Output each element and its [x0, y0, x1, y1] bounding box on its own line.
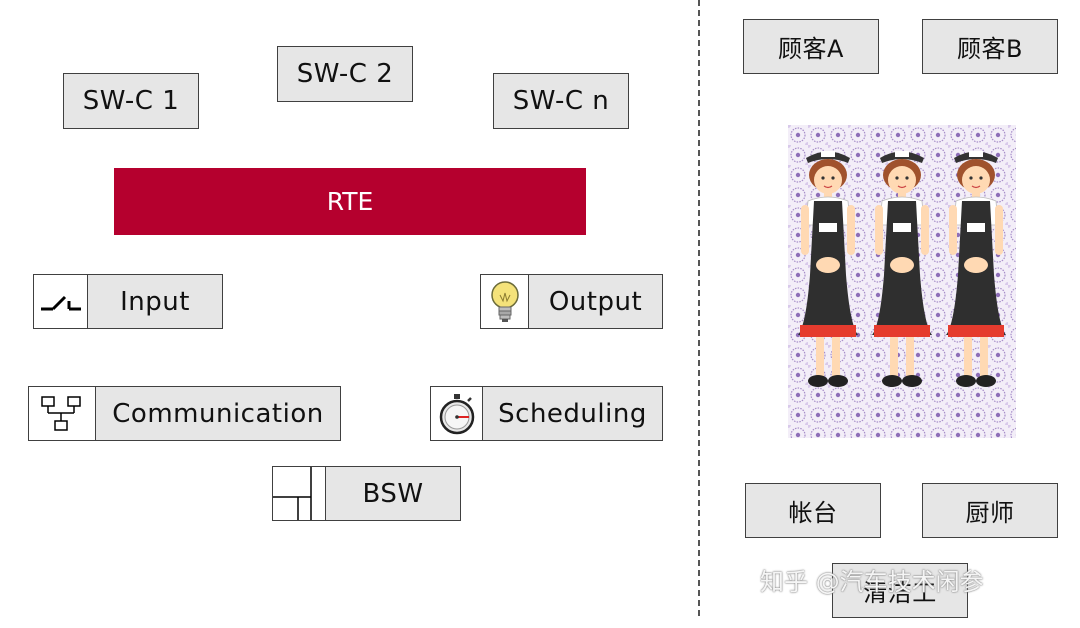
- cleaner-box: 清洁工: [832, 563, 968, 618]
- communication-icon-box: [28, 386, 96, 441]
- scheduling-label: Scheduling: [498, 398, 647, 429]
- swc-2-box: SW-C 2: [277, 46, 413, 102]
- customer-b-label: 顾客B: [957, 35, 1023, 63]
- waitresses-illustration: [788, 125, 1016, 438]
- chef-label: 厨师: [965, 499, 1015, 527]
- output-box: Output: [528, 274, 663, 329]
- cleaner-label: 清洁工: [863, 579, 937, 607]
- swc-1-box: SW-C 1: [63, 73, 199, 129]
- bsw-icon-box: [272, 466, 327, 521]
- customer-a-box: 顾客A: [743, 19, 879, 74]
- swc-1-label: SW-C 1: [82, 86, 180, 116]
- cashier-label: 帐台: [788, 499, 838, 527]
- network-icon: [41, 395, 81, 431]
- customer-b-box: 顾客B: [922, 19, 1058, 74]
- swc-n-box: SW-C n: [493, 73, 629, 129]
- waitresses-picture: [788, 125, 1016, 438]
- scheduling-box: Scheduling: [482, 386, 663, 441]
- layout-icon: [273, 467, 312, 520]
- cashier-box: 帐台: [745, 483, 881, 538]
- switch-icon: [40, 295, 81, 310]
- swc-2-label: SW-C 2: [296, 59, 394, 89]
- swc-n-label: SW-C n: [512, 86, 610, 116]
- chef-box: 厨师: [922, 483, 1058, 538]
- communication-label: Communication: [112, 398, 324, 429]
- scheduling-icon-box: [430, 386, 484, 441]
- customer-a-label: 顾客A: [778, 35, 844, 63]
- rte-label: RTE: [326, 187, 374, 216]
- output-label: Output: [548, 286, 643, 317]
- rte-bar: RTE: [114, 168, 586, 235]
- light-bulb-icon: [491, 280, 519, 322]
- input-label: Input: [120, 286, 190, 317]
- bsw-label: BSW: [362, 478, 424, 509]
- output-icon-box: [480, 274, 530, 329]
- bsw-box: BSW: [325, 466, 461, 521]
- watermark: 知乎 @汽车技术闲参: [760, 568, 984, 596]
- section-divider: [698, 0, 700, 616]
- stopwatch-icon: [439, 393, 475, 434]
- input-box: Input: [87, 274, 223, 329]
- input-icon-box: [33, 274, 88, 329]
- communication-box: Communication: [95, 386, 341, 441]
